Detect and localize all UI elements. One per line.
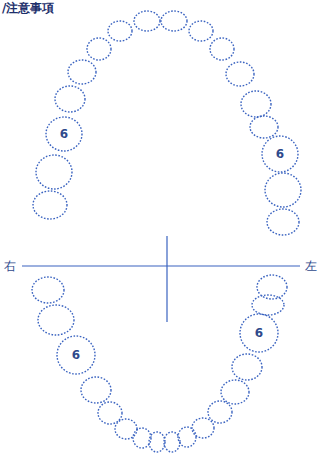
tooth-number: 6 — [255, 327, 263, 339]
tooth: 6 — [239, 313, 279, 353]
heading-note: /注意事項 — [2, 2, 54, 14]
side-label: 右 — [4, 260, 16, 272]
tooth-number: 6 — [72, 349, 80, 361]
tooth-number: 6 — [276, 148, 284, 160]
tooth-number: 6 — [60, 128, 68, 140]
tooth: 6 — [261, 135, 299, 173]
tooth-outlines — [32, 11, 301, 452]
tooth: 6 — [45, 116, 83, 152]
tooth: 6 — [56, 335, 96, 375]
midline-cross — [22, 236, 300, 322]
side-label: 左 — [305, 260, 317, 272]
